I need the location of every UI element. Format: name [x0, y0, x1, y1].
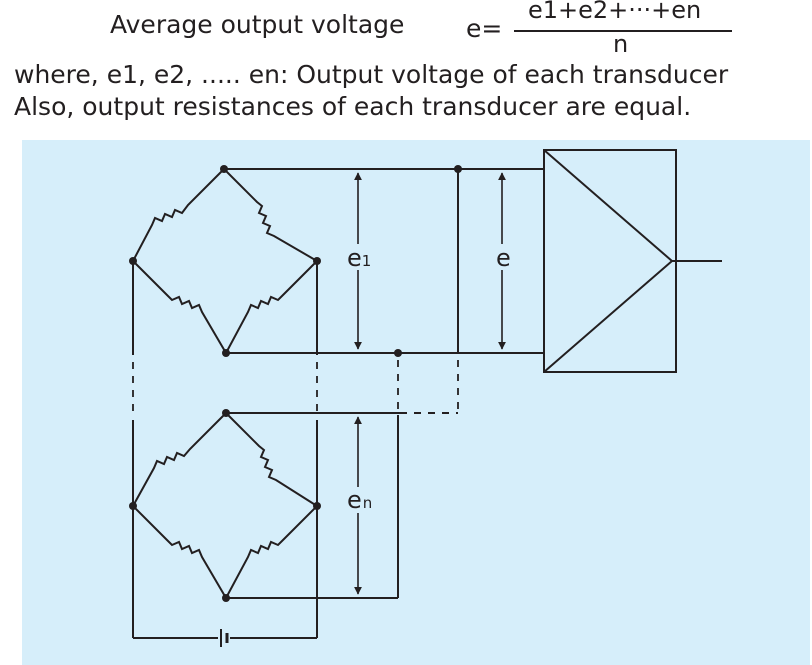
wiring: [132, 165, 544, 647]
bridge2-edge-br: [225, 505, 318, 599]
diagram-labels: e1 e en: [344, 244, 514, 514]
label-e-bg: [492, 244, 514, 270]
text-header: Average output voltage e= e1+e2+···+en n…: [0, 0, 812, 140]
bridge-upper: [129, 165, 321, 357]
bridge-lower: [129, 409, 321, 602]
amplifier-box: [543, 149, 677, 373]
circuit-svg: e1 e en: [129, 149, 722, 647]
label-en: en: [347, 486, 372, 514]
amplifier-triangle: [543, 149, 674, 373]
where-suffix: : Output voltage of each transducer: [279, 60, 729, 89]
junction-bottom: [394, 349, 402, 357]
formula-lhs: e=: [466, 14, 503, 43]
where-line: where, e1, e2, ..... en: Output voltage …: [14, 60, 728, 90]
label-e: e: [496, 244, 511, 272]
bridge1-edge-bl: [132, 260, 227, 354]
where-prefix: where,: [14, 60, 107, 89]
bridge2-edge-tr: [225, 412, 318, 507]
formula-denominator: n: [613, 30, 629, 58]
amplifier: [543, 149, 722, 373]
bridge1-edge-br: [225, 260, 318, 354]
where-vars: e1, e2, ..... en: [106, 60, 280, 89]
circuit-diagram: e1 e en: [22, 140, 810, 665]
label-en-bg: [344, 487, 376, 513]
fraction-bar: [514, 30, 732, 32]
formula-numerator: e1+e2+···+en: [528, 0, 702, 24]
label-e1: e1: [347, 244, 371, 272]
bridge2-edge-bl: [132, 505, 227, 599]
bridge1-edge-tl: [132, 168, 225, 262]
formula-label: Average output voltage: [110, 10, 405, 39]
bridge2-edge-tl: [132, 412, 227, 507]
note-line: Also, output resistances of each transdu…: [14, 92, 692, 121]
voltage-arrows: [354, 172, 506, 595]
bridge1-edge-tr: [223, 168, 318, 262]
label-e1-bg: [344, 244, 374, 270]
